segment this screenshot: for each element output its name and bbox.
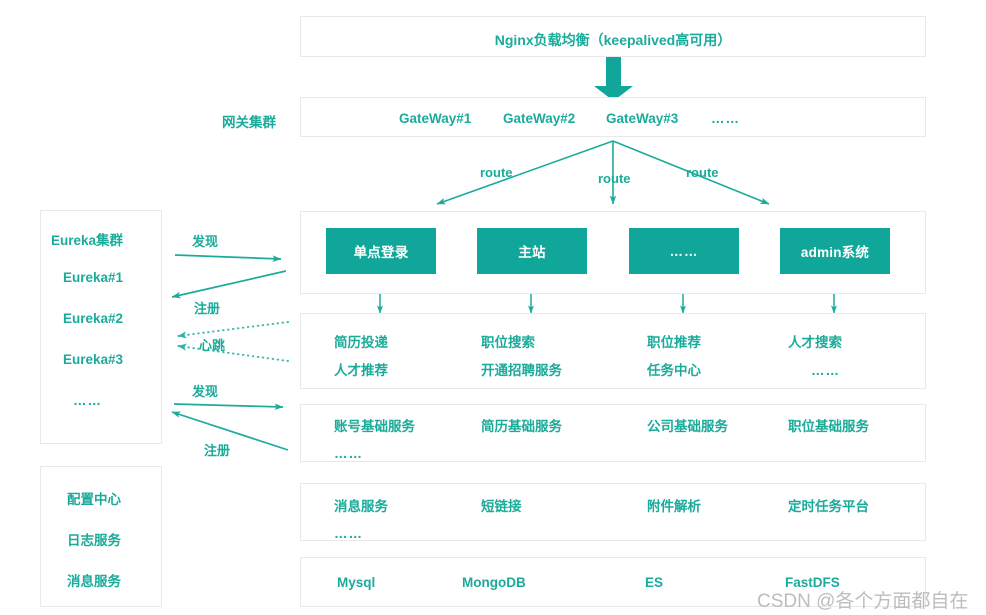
storage-es: ES (645, 575, 664, 590)
support-services-panel: 消息服务 …… 短链接 附件解析 定时任务平台 (300, 483, 926, 541)
business-col2-line1: 职位搜索 (481, 335, 535, 350)
discover-arrow-top (174, 254, 282, 262)
business-col4-line1: 人才搜索 (788, 335, 842, 350)
storage-mysql: Mysql (337, 575, 376, 590)
app-chip-admin[interactable]: admin系统 (780, 228, 890, 274)
register-label-top: 注册 (194, 301, 221, 316)
base-col4-line1: 职位基础服务 (788, 419, 869, 434)
storage-fastdfs: FastDFS (785, 575, 840, 590)
csdn-watermark: CSDN @各个方面都自在 (757, 591, 969, 612)
eureka-cluster-title: Eureka集群 (51, 233, 124, 248)
gateway-node-2: GateWay#2 (503, 111, 576, 126)
register-arrow-top (171, 270, 287, 299)
business-services-panel: 简历投递 人才推荐 职位搜索 开通招聘服务 职位推荐 任务中心 人才搜索 …… (300, 313, 926, 389)
eureka-node-1: Eureka#1 (63, 270, 124, 285)
business-col1-line2: 人才推荐 (334, 363, 388, 378)
business-col2-line2: 开通招聘服务 (481, 363, 562, 378)
storage-panel: Mysql MongoDB ES FastDFS (300, 557, 926, 607)
gateway-node-more: …… (711, 111, 740, 126)
register-label-bottom: 注册 (204, 443, 231, 458)
business-col1-line1: 简历投递 (334, 335, 388, 350)
discover-arrow-bottom (173, 403, 284, 411)
app-chip-sso[interactable]: 单点登录 (326, 228, 436, 274)
support-col2-line1: 短链接 (481, 499, 522, 514)
gateway-node-3: GateWay#3 (606, 111, 679, 126)
infra-item-message-service: 消息服务 (67, 574, 121, 589)
infra-item-config-center: 配置中心 (67, 492, 121, 507)
support-col1-line2: …… (334, 526, 363, 541)
base-col3-line1: 公司基础服务 (647, 419, 728, 434)
app-chip-main-site[interactable]: 主站 (477, 228, 587, 274)
infra-panel: 配置中心 日志服务 消息服务 (40, 466, 162, 607)
gateway-node-1: GateWay#1 (399, 111, 472, 126)
base-col1-line2: …… (334, 446, 363, 461)
route-label-left: route (480, 165, 513, 180)
support-col4-line1: 定时任务平台 (788, 499, 869, 514)
base-services-panel: 账号基础服务 …… 简历基础服务 公司基础服务 职位基础服务 (300, 404, 926, 462)
eureka-cluster-panel: Eureka集群 Eureka#1 Eureka#2 Eureka#3 …… (40, 210, 162, 444)
eureka-node-more: …… (73, 393, 102, 408)
discover-label-bottom: 发现 (192, 384, 219, 399)
support-col1-line1: 消息服务 (334, 499, 388, 514)
heartbeat-label: 心跳 (199, 338, 226, 353)
nginx-label: Nginx负载均衡（keepalived高可用） (494, 32, 732, 48)
base-col1-line1: 账号基础服务 (334, 419, 415, 434)
eureka-node-3: Eureka#3 (63, 352, 124, 367)
application-panel: 单点登录 主站 …… admin系统 (300, 211, 926, 294)
support-col3-line1: 附件解析 (647, 499, 701, 514)
gateway-cluster-label: 网关集群 (222, 115, 276, 130)
business-col3-line2: 任务中心 (647, 363, 701, 378)
heartbeat-arrows (177, 321, 289, 362)
gateway-panel: GateWay#1 GateWay#2 GateWay#3 …… (300, 97, 926, 137)
infra-item-log-service: 日志服务 (67, 533, 121, 548)
business-col3-line1: 职位推荐 (647, 335, 701, 350)
base-col2-line1: 简历基础服务 (481, 419, 562, 434)
route-label-center: route (598, 171, 631, 186)
app-chip-more[interactable]: …… (629, 228, 739, 274)
storage-mongodb: MongoDB (462, 575, 526, 590)
nginx-panel: Nginx负载均衡（keepalived高可用） (300, 16, 926, 57)
business-col4-line2: …… (811, 363, 840, 378)
eureka-node-2: Eureka#2 (63, 311, 124, 326)
nginx-to-gateway-arrow (594, 56, 633, 101)
route-label-right: route (686, 165, 719, 180)
discover-label-top: 发现 (192, 234, 219, 249)
